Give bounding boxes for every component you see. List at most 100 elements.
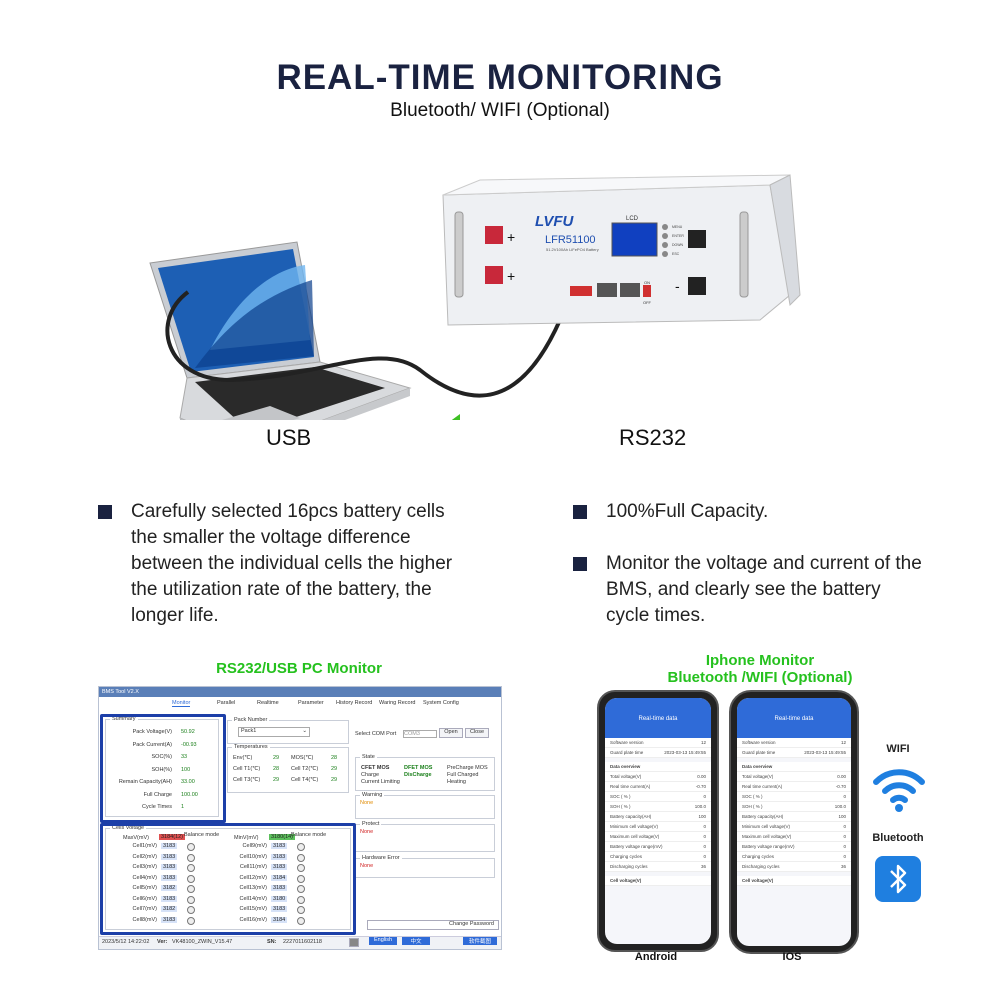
cell-label: Cell12(mV) — [239, 874, 267, 881]
switch-off-label: OFF — [643, 300, 651, 305]
balance-radio[interactable] — [187, 916, 195, 925]
row-label: Software version — [742, 740, 776, 745]
balance-radio[interactable] — [297, 895, 305, 904]
cell-voltage-heading: Cell voltage(V) — [737, 876, 851, 886]
temperature-label: Cell T4(℃) — [291, 777, 319, 783]
balance-radio[interactable] — [187, 906, 195, 914]
cell-label: Cell10(mV) — [239, 853, 267, 860]
hardware-error-title: Hardware Error — [360, 855, 402, 861]
usb-label: USB — [266, 425, 312, 450]
row-value: 0.00 — [697, 774, 706, 779]
tab-history-record[interactable]: History Record — [336, 700, 373, 706]
balance-radio[interactable] — [297, 885, 305, 893]
state-item: PreCharge MOS — [447, 765, 488, 771]
tab-parameter[interactable]: Parameter — [298, 700, 324, 706]
balance-radio[interactable] — [297, 843, 305, 851]
chevron-down-icon: ⌄ — [302, 728, 307, 734]
bullet-square-icon — [98, 505, 112, 519]
row-value: 0 — [843, 824, 846, 829]
com-label: Select COM Port — [355, 731, 397, 737]
pack-number-group: Pack Number Pack1 ⌄ — [227, 717, 349, 744]
summary-group: Summary — [105, 716, 219, 817]
brand-logo: LVFU — [535, 213, 574, 230]
temperatures-group: Temperatures — [227, 744, 349, 793]
cell-label: Cell13(mV) — [239, 885, 267, 891]
pack-number-select[interactable]: Pack1 ⌄ — [238, 727, 310, 737]
summary-row-value: 33.00 — [181, 779, 195, 785]
row-value: 2023-03-13 15:49:55 — [804, 750, 846, 755]
summary-row-label: Full Charge — [143, 791, 172, 798]
row-label: Minimum cell voltage(V) — [742, 824, 791, 829]
balance-radio[interactable] — [297, 906, 305, 914]
software-screenshot-button[interactable]: 软件截图 — [463, 937, 497, 945]
summary-row-value: 100 — [181, 766, 191, 773]
overview-row: Minimum cell voltage(V)0 — [605, 822, 711, 832]
cell-voltage-value: 3180 — [271, 895, 288, 902]
cell-label: Cell1(mV) — [132, 843, 157, 849]
tab-monitor[interactable]: Monitor — [172, 700, 191, 707]
balance-radio[interactable] — [297, 916, 305, 925]
row-value: 36 — [700, 864, 706, 869]
balance-radio[interactable] — [297, 864, 305, 872]
down-button-label: DOWN — [672, 243, 684, 247]
cell-voltage-value: 3182 — [161, 885, 178, 891]
overview-row: Maximum cell voltage(V)0 — [605, 832, 711, 842]
bullet-right-2: Monitor the voltage and current of the B… — [573, 551, 926, 629]
tab-system-config[interactable]: System Config — [423, 700, 459, 706]
chinese-button[interactable]: 中文 — [402, 937, 430, 945]
summary-row-value: 50.92 — [181, 729, 195, 735]
temperature-label: MOS(℃) — [291, 755, 314, 761]
row-label: Maximum cell voltage(V) — [742, 834, 792, 839]
tab-parallel[interactable]: Parallel — [217, 700, 236, 706]
balance-radio[interactable] — [187, 874, 195, 883]
cells-voltage-group: Cells Voltage — [105, 825, 351, 930]
balance-radio[interactable] — [297, 853, 305, 862]
cell-voltage-value: 3183 — [271, 906, 288, 912]
bullet-left-1: Carefully selected 16pcs battery cells t… — [98, 499, 471, 629]
overview-row: SOH ( % )100.0 — [737, 802, 851, 812]
com-select[interactable]: COM3 — [403, 730, 437, 738]
temperature-label: Env(℃) — [233, 755, 253, 761]
status-datetime: 2023/5/12 14:22:02 — [102, 939, 150, 945]
row-value: 2023-03-13 15:49:55 — [664, 750, 706, 755]
balance-radio[interactable] — [187, 843, 195, 851]
android-label: Android — [634, 951, 678, 963]
balance-radio[interactable] — [187, 853, 195, 862]
overview-row: SOC ( % )0 — [737, 792, 851, 802]
state-item: DisCharge — [404, 772, 432, 778]
tab-realtime[interactable]: Realtime — [257, 700, 279, 706]
ios-screen-header: Real-time data — [737, 698, 851, 738]
temperature-value: 28 — [273, 766, 280, 772]
temperature-label: Cell T1(℃) — [233, 766, 261, 772]
temperature-value: 29 — [273, 777, 280, 783]
wifi-icon — [873, 769, 925, 812]
screenshot-icon[interactable] — [349, 938, 359, 947]
change-password-button[interactable]: Change Password — [367, 920, 499, 930]
page-title: REAL-TIME MONITORING — [276, 58, 724, 97]
balance-radio[interactable] — [187, 895, 195, 904]
cell-label: Cell9(mV) — [242, 843, 267, 849]
summary-row-value: 33 — [181, 754, 188, 760]
cell-label: Cell14(mV) — [239, 895, 267, 902]
open-button[interactable]: Open — [439, 728, 463, 738]
row-label: SOC ( % ) — [610, 794, 631, 799]
summary-row-value: 100.00 — [181, 791, 198, 798]
balance-radio[interactable] — [297, 874, 305, 883]
temperature-value: 29 — [331, 777, 338, 783]
english-button[interactable]: English — [369, 937, 397, 945]
row-label: SOC ( % ) — [742, 794, 763, 799]
balance-radio[interactable] — [187, 864, 195, 872]
row-value: 100 — [698, 814, 706, 819]
balance-radio[interactable] — [187, 885, 195, 893]
minus-sign: - — [675, 278, 680, 294]
row-label: Battery capacity(AH) — [742, 814, 784, 819]
ver-label: Ver: — [157, 939, 168, 945]
close-button[interactable]: Close — [465, 728, 489, 738]
ios-label: IOS — [782, 951, 802, 963]
tab-waring-record[interactable]: Waring Record — [379, 700, 416, 706]
